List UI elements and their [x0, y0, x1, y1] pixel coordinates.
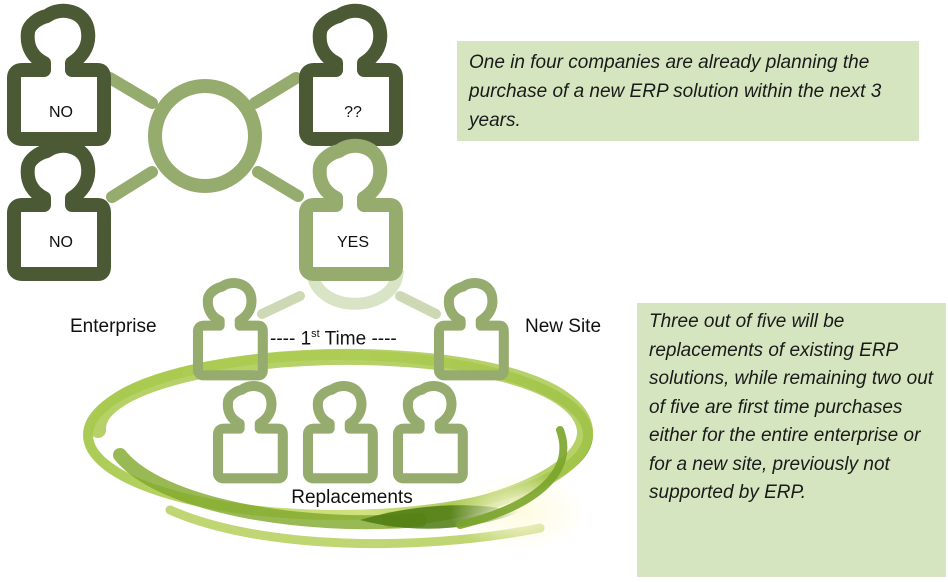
- first-time-prefix: ---- 1: [270, 328, 312, 350]
- person-icon-top-left: NO: [14, 11, 104, 139]
- person-label-top-left: NO: [49, 104, 73, 121]
- note-right: Three out of five will be replacements o…: [637, 303, 946, 577]
- person-icon-replacement-3: [398, 386, 463, 478]
- person-icon-top-right: ??: [306, 11, 396, 139]
- first-time-superscript: st: [311, 328, 320, 340]
- hub-circle: [148, 79, 262, 193]
- enterprise-label: Enterprise: [70, 316, 157, 337]
- first-time-suffix: Time ----: [319, 328, 397, 350]
- connector-lines-top: [104, 72, 304, 203]
- person-icon-replacement-1: [218, 386, 283, 478]
- connector-lines-lower: [257, 291, 441, 319]
- person-label-top-right: ??: [344, 104, 362, 121]
- person-icon-bottom-right: YES: [306, 146, 396, 274]
- person-label-bottom-left: NO: [49, 234, 73, 251]
- note-top: One in four companies are already planni…: [457, 41, 919, 141]
- person-label-bottom-right: YES: [337, 234, 369, 251]
- person-icon-replacement-2: [308, 386, 373, 478]
- replacements-label: Replacements: [291, 487, 412, 508]
- lower-hub-arc: [306, 269, 404, 310]
- new-site-label: New Site: [525, 316, 602, 337]
- person-icon-bottom-left: NO: [14, 146, 104, 274]
- first-time-label: ---- 1st Time ----: [270, 328, 397, 350]
